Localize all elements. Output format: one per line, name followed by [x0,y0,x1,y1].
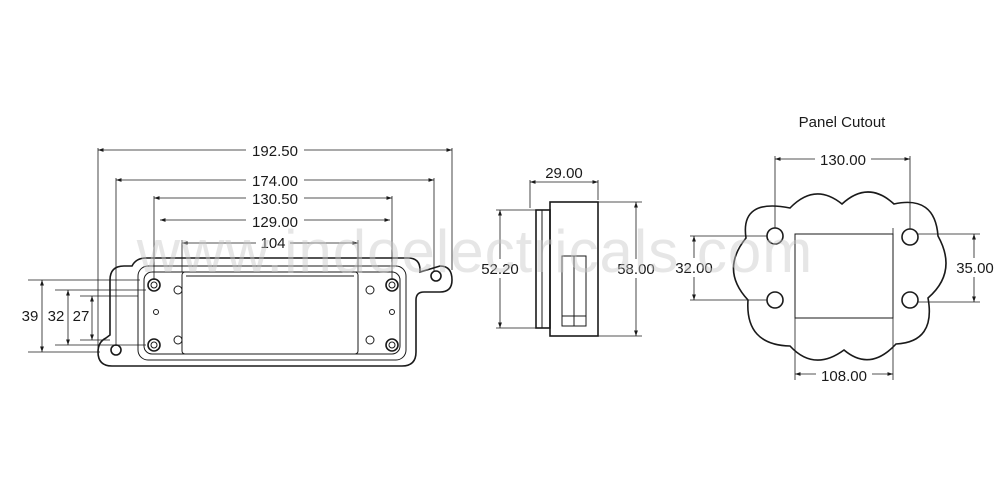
screw-bottom-left [173,335,183,345]
dim-130-00: 130.00 [774,150,911,229]
dim-29-00: 29.00 [529,165,599,208]
cutout-boundary [732,191,947,361]
dim-label-hole-spacing-x: 130.00 [820,152,866,169]
dim-label-mount-inner: 129.00 [252,214,298,231]
panel-cutout: Panel Cutout 130.00 32.00 [670,114,998,385]
dim-label-width-overall: 192.50 [252,143,298,160]
cutout-hole-bottom-left [766,291,784,309]
dim-label-hole-spacing-y-right: 35.00 [956,260,994,277]
front-flange-outline [97,257,453,367]
screw-top-left [173,285,183,295]
watermark: www.indoelectricals.com [136,218,814,285]
mount-hole-bottom-right [385,338,399,352]
screw-bottom-right [365,335,375,345]
cutout-hole-bottom-right [901,291,919,309]
dim-label-mount-outer: 130.50 [252,191,298,208]
dim-label-hole-spacing-y-left: 32.00 [675,260,713,277]
front-body-outline [137,265,407,361]
flange-hole-left [110,344,122,356]
dim-104: 104 [181,234,359,272]
dim-129-00: 129.00 [160,211,390,231]
side-body [549,201,599,337]
dim-58-00: 58.00 [598,201,659,337]
side-view: 29.00 52.20 58.00 [477,165,659,337]
dim-174-00: 174.00 [115,170,435,346]
dim-label-cutout-width: 108.00 [821,368,867,385]
dim-108-00: 108.00 [794,318,894,385]
cutout-hole-top-right [901,228,919,246]
dim-label-height-overall: 39 [22,308,39,325]
dim-35-00: 35.00 [918,233,998,303]
dim-label-height-mid: 32 [48,308,65,325]
dim-32-00: 32.00 [670,235,767,301]
front-view: 192.50 174.00 130.50 129.00 104 [22,140,453,367]
dim-52-20: 52.20 [477,209,536,329]
front-window [181,271,359,355]
mount-hole-bottom-left [147,338,161,352]
dim-label-height-front: 52.20 [481,261,519,278]
dim-label-depth: 29.00 [545,165,583,182]
dim-label-window: 104 [260,235,285,252]
dim-label-width-body: 174.00 [252,173,298,190]
dim-label-height-back: 58.00 [617,261,655,278]
flange-hole-right [430,270,442,282]
dim-192-50: 192.50 [97,140,453,348]
screw-top-right [365,285,375,295]
panel-cutout-title: Panel Cutout [799,114,887,131]
dim-130-50: 130.50 [153,188,393,280]
dim-label-height-inner: 27 [73,308,90,325]
